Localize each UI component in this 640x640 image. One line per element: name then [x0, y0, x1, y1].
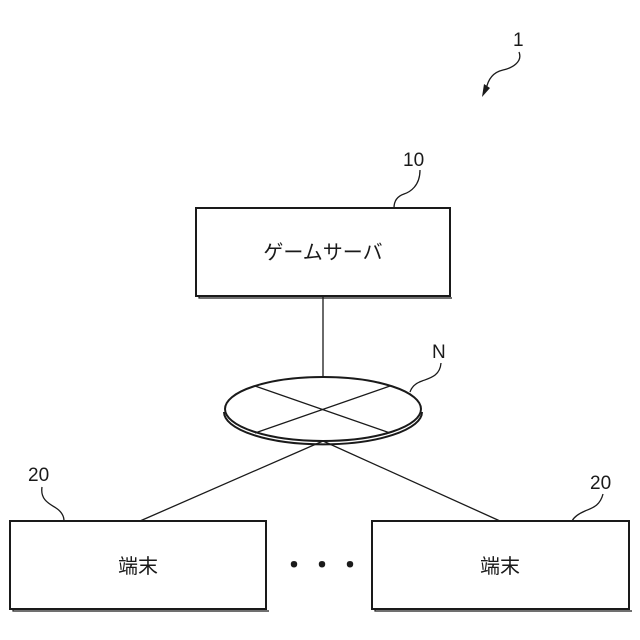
system-ref-leader: [486, 52, 520, 90]
game-server-node: ゲームサーバ: [196, 208, 452, 298]
terminal-left-ref-leader: [42, 487, 64, 521]
network-left-terminal-link: [140, 441, 323, 521]
game-server-ref-leader: [394, 170, 420, 208]
network-right-terminal-link: [323, 441, 500, 521]
terminal-right-ref-label: 20: [590, 473, 611, 494]
system-ref-arrowhead: [482, 84, 490, 97]
terminal-right-node: 端末: [372, 521, 632, 611]
terminal-left-node: 端末: [10, 521, 269, 611]
network-ref-leader: [410, 363, 441, 392]
game-server-label: ゲームサーバ: [263, 240, 382, 264]
network-node: [224, 377, 422, 444]
terminal-right-ref-leader: [572, 494, 603, 521]
network-ref-label: N: [432, 342, 446, 363]
terminals-ellipsis: ・・・: [281, 551, 365, 581]
terminal-right-label: 端末: [480, 554, 520, 578]
terminal-left-ref-label: 20: [28, 465, 49, 486]
game-server-ref-label: 10: [403, 150, 424, 171]
terminal-left-label: 端末: [118, 554, 158, 578]
system-ref-label: 1: [513, 30, 524, 51]
